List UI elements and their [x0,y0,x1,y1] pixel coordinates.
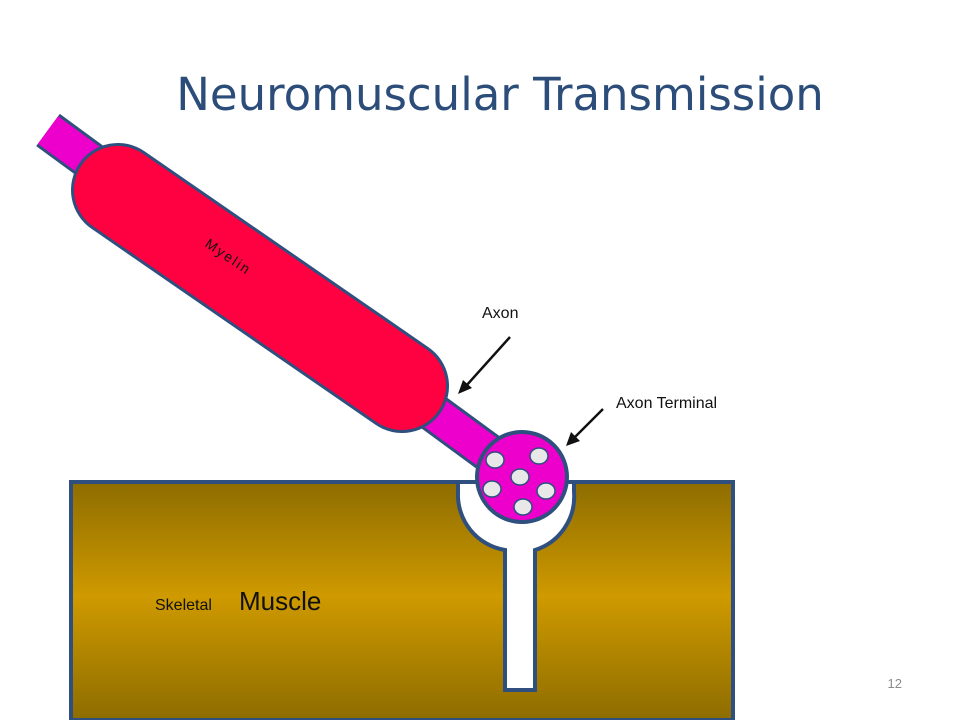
vesicle [482,480,502,498]
myelin-sheath [74,146,446,430]
axon-terminal-arrow-line [573,408,604,439]
vesicle [510,468,530,486]
axon-arrow-line [465,336,511,387]
axon-terminal-label: Axon Terminal [616,395,717,412]
axon-arrow-head [458,380,472,394]
slide-title: Neuromuscular Transmission [176,68,824,121]
muscle-label-prefix: Skeletal [155,597,212,614]
skeletal-muscle-block [69,480,735,720]
vesicle [513,498,533,516]
vesicle [536,482,556,500]
page-number: 12 [887,676,902,691]
muscle-label-main: Muscle [239,586,321,616]
synaptic-cleft [455,480,577,692]
axon-terminal-arrow-head [566,432,580,446]
axon-label: Axon [482,305,518,322]
vesicle [529,447,549,465]
vesicle [485,451,505,469]
